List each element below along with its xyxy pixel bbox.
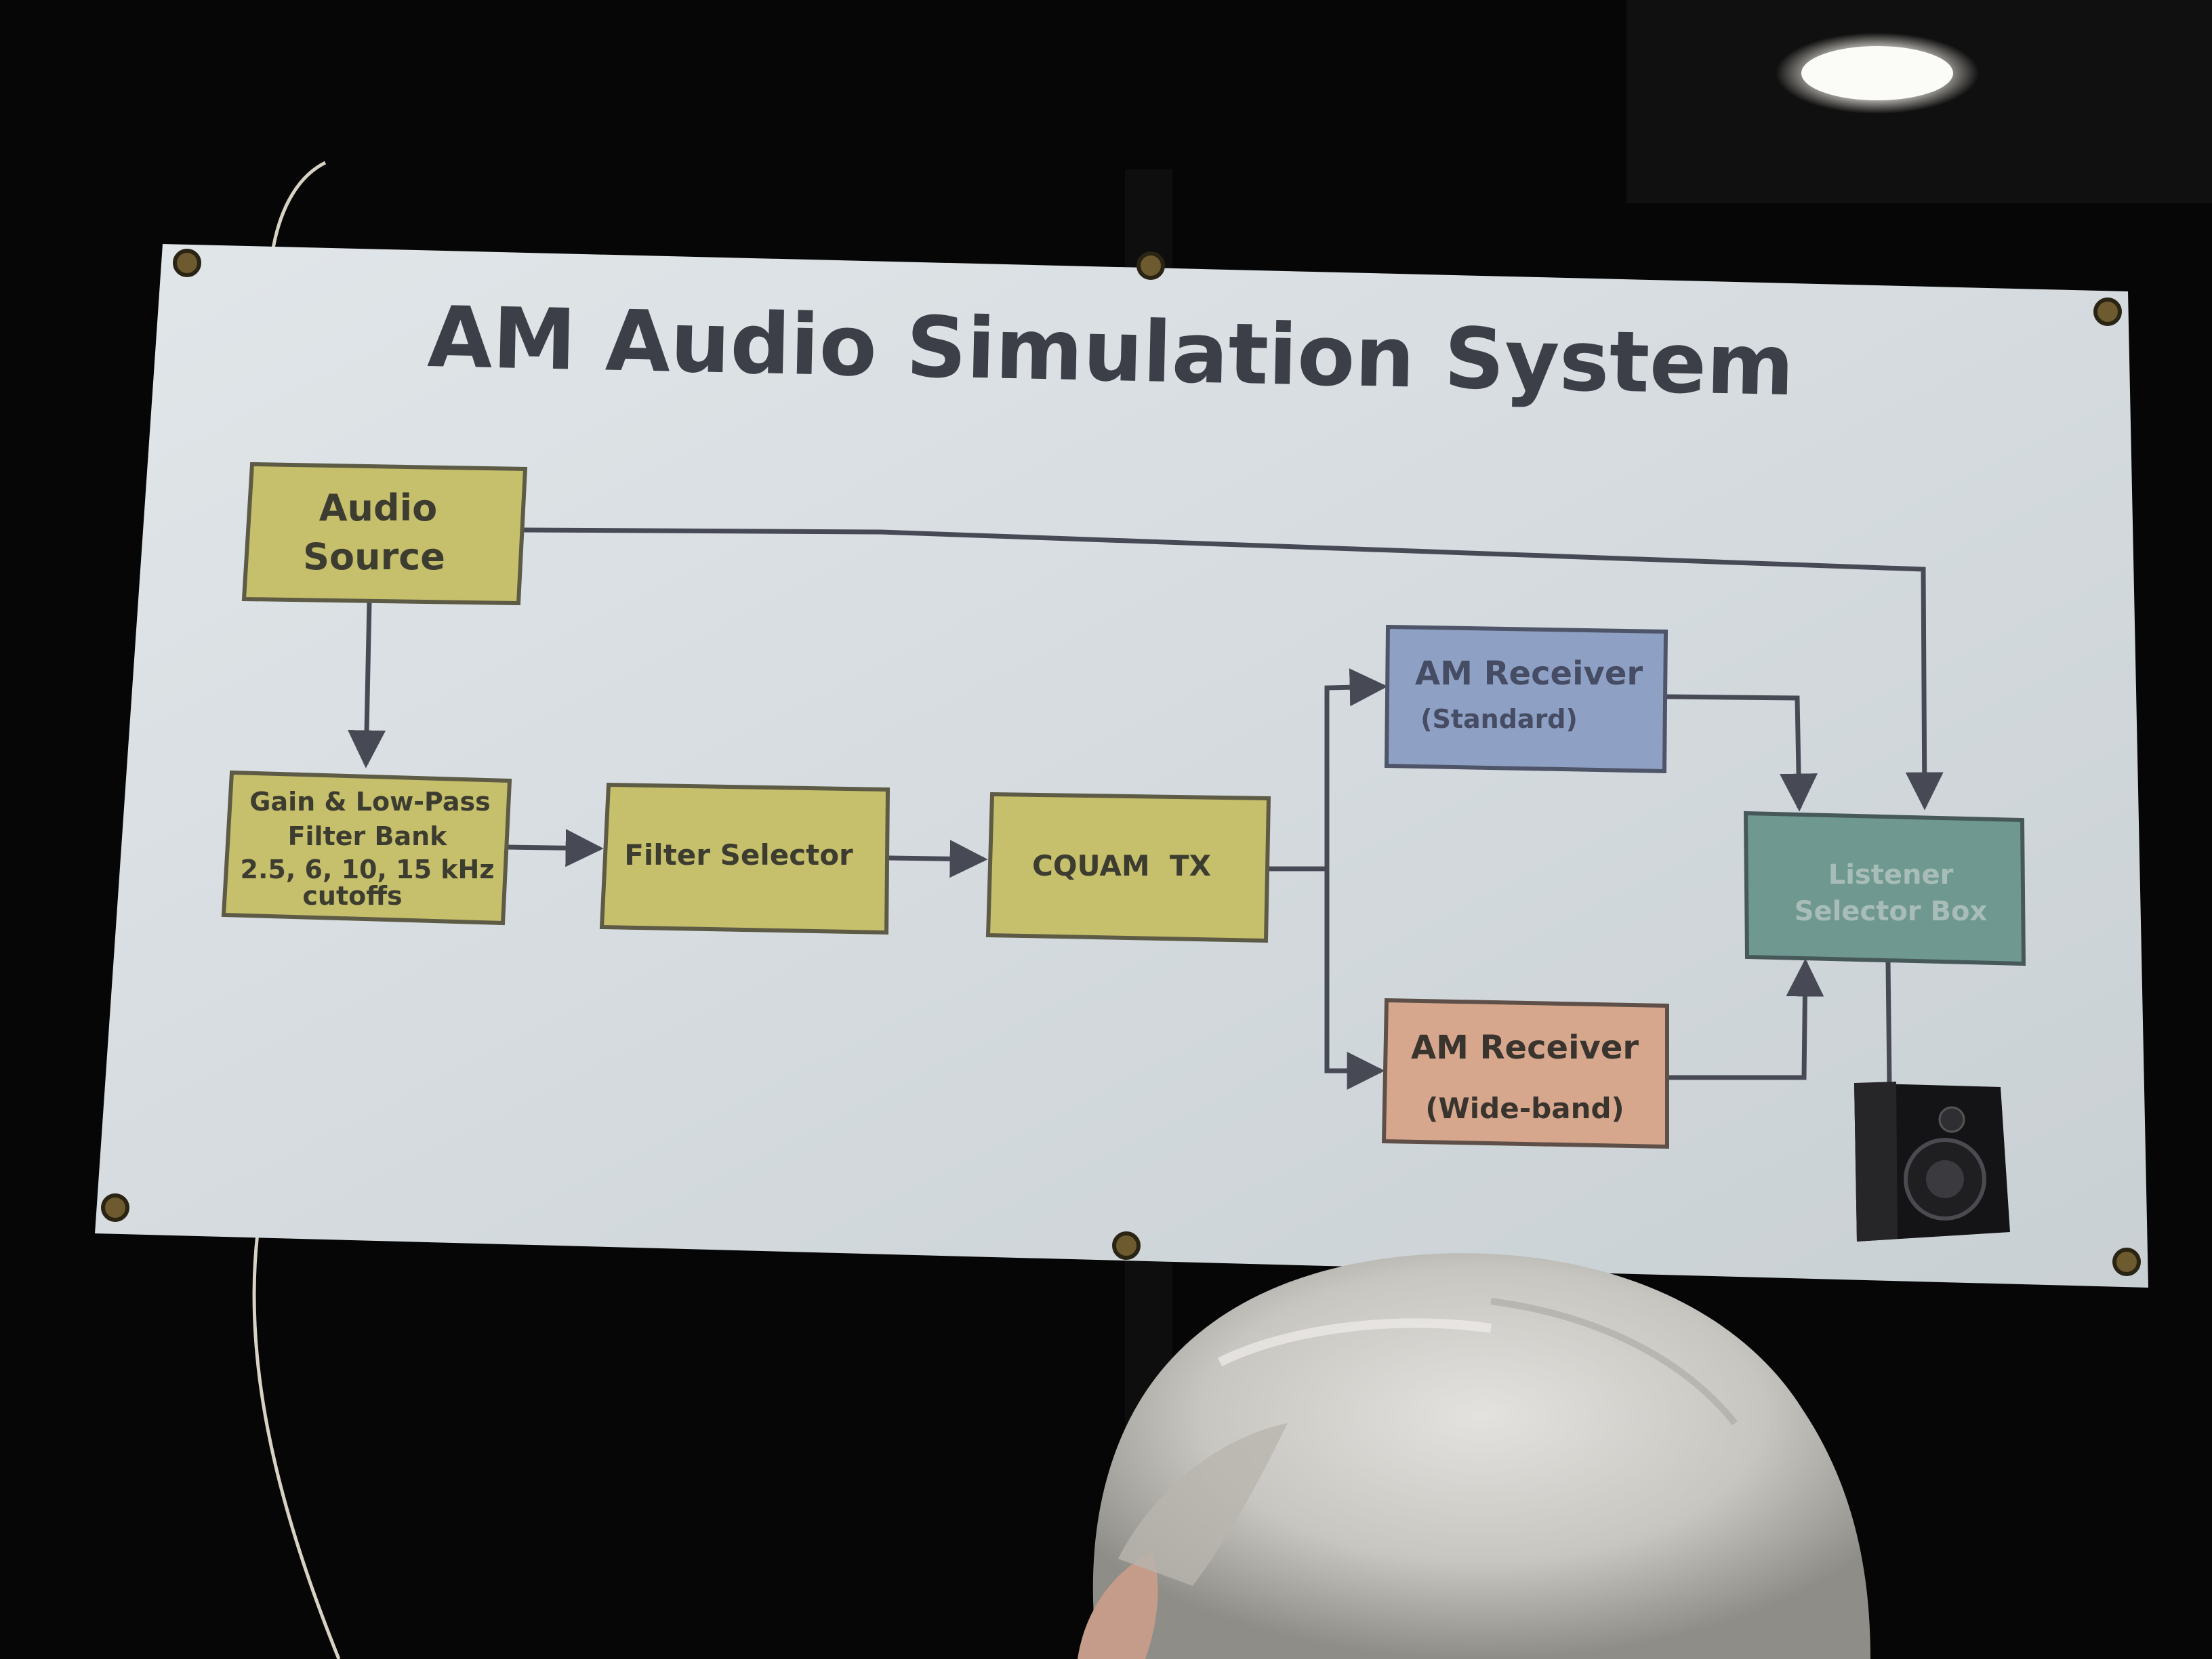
block-listener-selector-box: Listener Selector Box	[1743, 811, 2026, 966]
arrow-source-to-listener	[521, 527, 1944, 811]
arrow-tx-to-wideband	[1324, 869, 1385, 1090]
listener-line1: Listener	[1828, 859, 1954, 890]
arrow-source-to-gain	[348, 601, 386, 769]
audio-source-line1: Audio	[319, 487, 438, 529]
gain-filter-line4: cutoffs	[302, 881, 402, 911]
block-gain-filter-bank: Gain & Low-Pass Filter Bank 2.5, 6, 10, …	[221, 770, 512, 926]
listener-line2: Selector Box	[1795, 896, 1988, 927]
gain-filter-line3: 2.5, 6, 10, 15 kHz	[241, 855, 495, 884]
arrow-filter-to-tx	[888, 840, 988, 878]
arrow-standard-to-listener	[1666, 694, 1818, 812]
block-cquam-tx: CQUAM TX	[985, 792, 1271, 943]
arrow-wideband-to-listener	[1668, 958, 1824, 1080]
am-wideband-line2: (Wide-band)	[1425, 1092, 1624, 1125]
gain-filter-line1: Gain & Low-Pass	[249, 787, 490, 817]
spectator-head	[1078, 1253, 1870, 1659]
block-am-receiver-wideband: AM Receiver (Wide-band)	[1381, 998, 1669, 1149]
line-listener-to-speaker	[1885, 962, 1892, 1085]
ceiling-lamp-core	[1801, 46, 1953, 100]
audio-source-line2: Source	[303, 535, 445, 578]
arrow-gain-to-filter	[506, 829, 604, 867]
gain-filter-line2: Filter Bank	[288, 821, 448, 851]
block-am-receiver-standard: AM Receiver (Standard)	[1384, 624, 1668, 774]
am-standard-line1: AM Receiver	[1415, 655, 1643, 693]
am-standard-line2: (Standard)	[1420, 704, 1578, 734]
block-audio-source: Audio Source	[241, 462, 528, 606]
cquam-tx-label: CQUAM TX	[1032, 849, 1211, 882]
block-filter-selector: Filter Selector	[599, 782, 890, 935]
am-wideband-line1: AM Receiver	[1411, 1029, 1639, 1067]
arrow-tx-to-standard	[1324, 668, 1388, 869]
filter-selector-label: Filter Selector	[624, 838, 853, 872]
banner-grommets	[101, 249, 2141, 1276]
speaker-image	[1854, 1082, 2010, 1242]
connectors	[348, 527, 1944, 1090]
